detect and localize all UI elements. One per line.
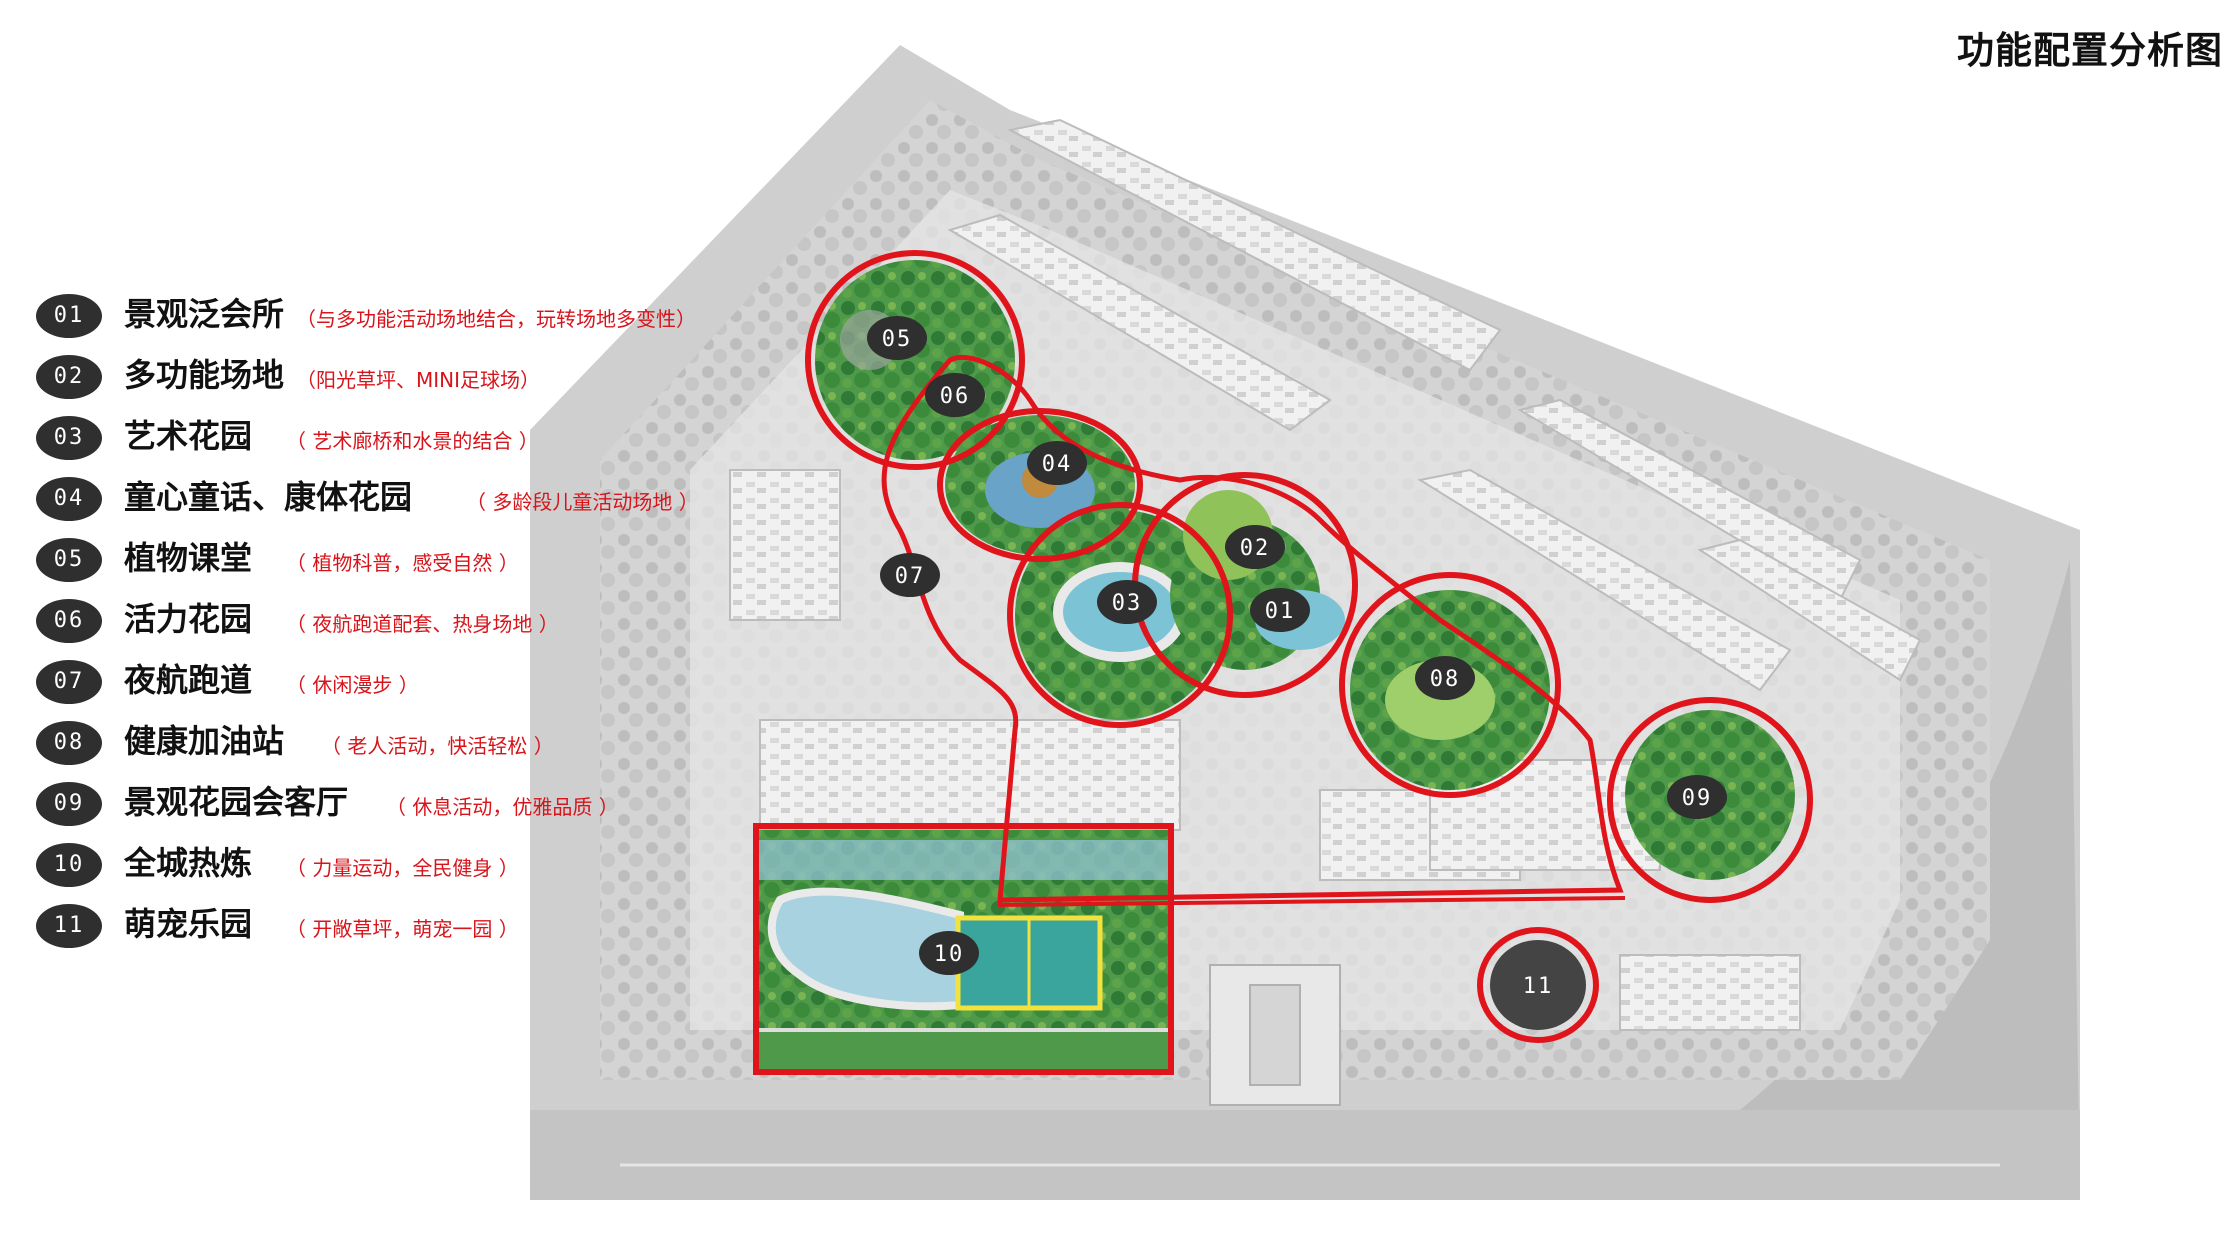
legend-item-08: 08 健康加油站 （ 老人活动，快活轻松 ） — [36, 717, 736, 773]
svg-text:07: 07 — [895, 564, 926, 589]
legend-item-02: 02 多功能场地 （阳光草坪、MINI足球场） — [36, 351, 736, 407]
zone-09-outline — [1607, 697, 1813, 903]
svg-text:06: 06 — [940, 384, 971, 409]
legend-badge: 07 — [36, 660, 102, 704]
map-badge-03: 03 — [1097, 580, 1157, 624]
legend-item-09: 09 景观花园会客厅 （ 休息活动，优雅品质 ） — [36, 778, 736, 834]
legend-desc: （与多功能活动场地结合，玩转场地多变性） — [296, 307, 696, 331]
legend-name: 景观泛会所 — [124, 295, 285, 333]
legend-item-04: 04 童心童话、康体花园 （ 多龄段儿童活动场地 ） — [36, 473, 736, 529]
legend-badge: 05 — [36, 538, 102, 582]
building-west — [729, 469, 1661, 881]
legend-badge: 09 — [36, 782, 102, 826]
legend-desc: （ 休闲漫步 ） — [286, 673, 419, 697]
svg-text:05: 05 — [882, 327, 913, 352]
legend-item-07: 07 夜航跑道 （ 休闲漫步 ） — [36, 656, 736, 712]
legend-name: 艺术花园 — [124, 417, 253, 455]
map-badge-04: 04 — [1027, 441, 1087, 485]
svg-text:04: 04 — [1042, 452, 1073, 477]
legend-item-11: 11 萌宠乐园 （ 开敞草坪，萌宠一园 ） — [36, 900, 736, 956]
svg-text:09: 09 — [1682, 786, 1713, 811]
legend-desc: （ 开敞草坪，萌宠一园 ） — [286, 917, 519, 941]
map-badge-06: 06 — [925, 373, 985, 417]
legend-name: 童心童话、康体花园 — [124, 478, 413, 516]
legend-desc: （ 植物科普，感受自然 ） — [286, 551, 519, 575]
legend-item-03: 03 艺术花园 （ 艺术廊桥和水景的结合 ） — [36, 412, 736, 468]
legend-name: 夜航跑道 — [124, 661, 253, 699]
svg-text:02: 02 — [1240, 536, 1271, 561]
legend-item-01: 01 景观泛会所 （与多功能活动场地结合，玩转场地多变性） — [36, 290, 736, 346]
legend-badge: 08 — [36, 721, 102, 765]
legend-desc: （ 夜航跑道配套、热身场地 ） — [286, 612, 559, 636]
legend-badge: 11 — [36, 904, 102, 948]
zone-05-06-outline — [805, 250, 1025, 470]
road-right — [1600, 560, 2080, 1200]
building-southeast — [1619, 954, 1801, 1031]
svg-text:08: 08 — [1430, 667, 1461, 692]
zone-08-outline — [1339, 572, 1561, 798]
legend-desc: （ 力量运动，全民健身 ） — [286, 856, 519, 880]
zone-03-outline — [1007, 502, 1233, 728]
svg-text:01: 01 — [1265, 599, 1296, 624]
legend-name: 景观花园会客厅 — [124, 783, 349, 821]
map-badges: 05 06 04 07 03 02 01 08 — [867, 316, 1727, 1030]
road-bottom — [530, 1110, 2080, 1200]
zone-11-outline — [1477, 927, 1599, 1043]
legend-item-10: 10 全城热炼 （ 力量运动，全民健身 ） — [36, 839, 736, 895]
map-badge-05: 05 — [867, 316, 927, 360]
map-badge-08: 08 — [1415, 656, 1475, 700]
legend-name: 活力花园 — [124, 600, 253, 638]
legend-badge: 04 — [36, 477, 102, 521]
legend-desc: （ 艺术廊桥和水景的结合 ） — [286, 429, 539, 453]
entrance-gate — [1209, 964, 1341, 1106]
legend-desc: （阳光草坪、MINI足球场） — [296, 368, 541, 392]
legend-name: 全城热炼 — [124, 844, 253, 882]
legend-badge: 01 — [36, 294, 102, 338]
page-title: 功能配置分析图 — [1957, 29, 2223, 72]
map-badge-02: 02 — [1225, 525, 1285, 569]
legend-desc: （ 休息活动，优雅品质 ） — [386, 795, 619, 819]
legend-item-05: 05 植物课堂 （ 植物科普，感受自然 ） — [36, 534, 736, 590]
map-badge-01: 01 — [1250, 588, 1310, 632]
legend-badge: 03 — [36, 416, 102, 460]
legend-item-06: 06 活力花园 （ 夜航跑道配套、热身场地 ） — [36, 595, 736, 651]
map-badge-09: 09 — [1667, 775, 1727, 819]
legend-desc: （ 多龄段儿童活动场地 ） — [466, 490, 699, 514]
map-badge-11: 11 — [1490, 940, 1586, 1030]
legend-badge: 06 — [36, 599, 102, 643]
legend-name: 健康加油站 — [124, 722, 285, 760]
legend-name: 多功能场地 — [124, 356, 285, 394]
legend-name: 萌宠乐园 — [124, 905, 253, 943]
svg-text:10: 10 — [934, 942, 965, 967]
zone-10-outline — [753, 823, 1174, 1075]
legend-desc: （ 老人活动，快活轻松 ） — [321, 734, 554, 758]
legend-name: 植物课堂 — [124, 539, 253, 577]
building-strip-north — [947, 118, 1922, 692]
svg-text:11: 11 — [1523, 974, 1554, 999]
map-badge-10: 10 — [919, 931, 979, 975]
legend-badge: 10 — [36, 843, 102, 887]
legend-badge: 02 — [36, 355, 102, 399]
svg-text:03: 03 — [1112, 591, 1143, 616]
map-badge-07: 07 — [880, 553, 940, 597]
